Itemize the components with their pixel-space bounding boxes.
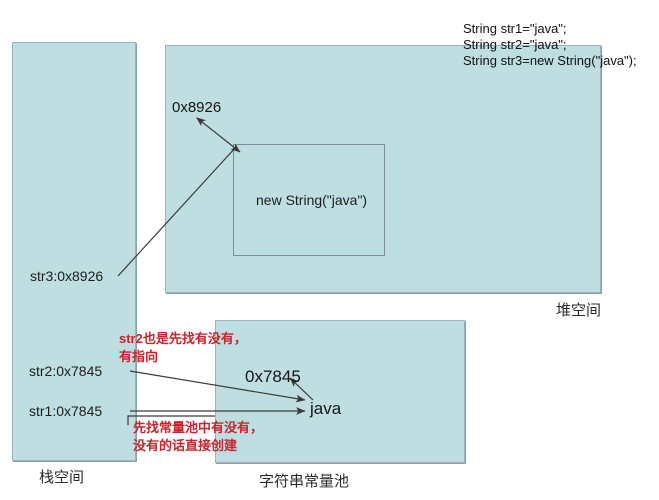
arrow-str3-to-heap-object (117, 146, 237, 277)
heap-address-label: 0x8926 (172, 99, 222, 116)
pool-note-line-1: 先找常量池中有没有， (133, 420, 264, 435)
pool-address-label: 0x7845 (245, 367, 301, 386)
str2-note-line-2: 有指向 (119, 349, 159, 364)
pool-note-line-2: 没有的话直接创建 (133, 438, 238, 453)
arrow-str2-to-pool-value (129, 370, 306, 403)
heap-object-label: new String("java") (256, 192, 368, 208)
pool-value-label: java (310, 399, 342, 418)
arrow-heap-address-to-object (196, 117, 241, 153)
pool-note-connector (127, 415, 215, 425)
string-pool-caption: 字符串常量池 (259, 473, 350, 490)
str2-note-line-1: str2也是先找有没有， (119, 331, 247, 346)
stack-caption: 栈空间 (39, 469, 85, 486)
code-line-3: String str3=new String("java"); (463, 53, 637, 68)
heap-object-box (233, 144, 385, 256)
stack-entry-str1: str1:0x7845 (29, 403, 103, 419)
heap-caption: 堆空间 (556, 302, 602, 319)
code-line-2: String str2="java"; (463, 37, 567, 52)
stack-box (12, 42, 136, 461)
arrow-pool-value-to-address (289, 377, 314, 401)
stack-entry-str2: str2:0x7845 (29, 363, 103, 379)
stack-entry-str3: str3:0x8926 (30, 268, 104, 284)
code-line-1: String str1="java"; (463, 21, 567, 36)
